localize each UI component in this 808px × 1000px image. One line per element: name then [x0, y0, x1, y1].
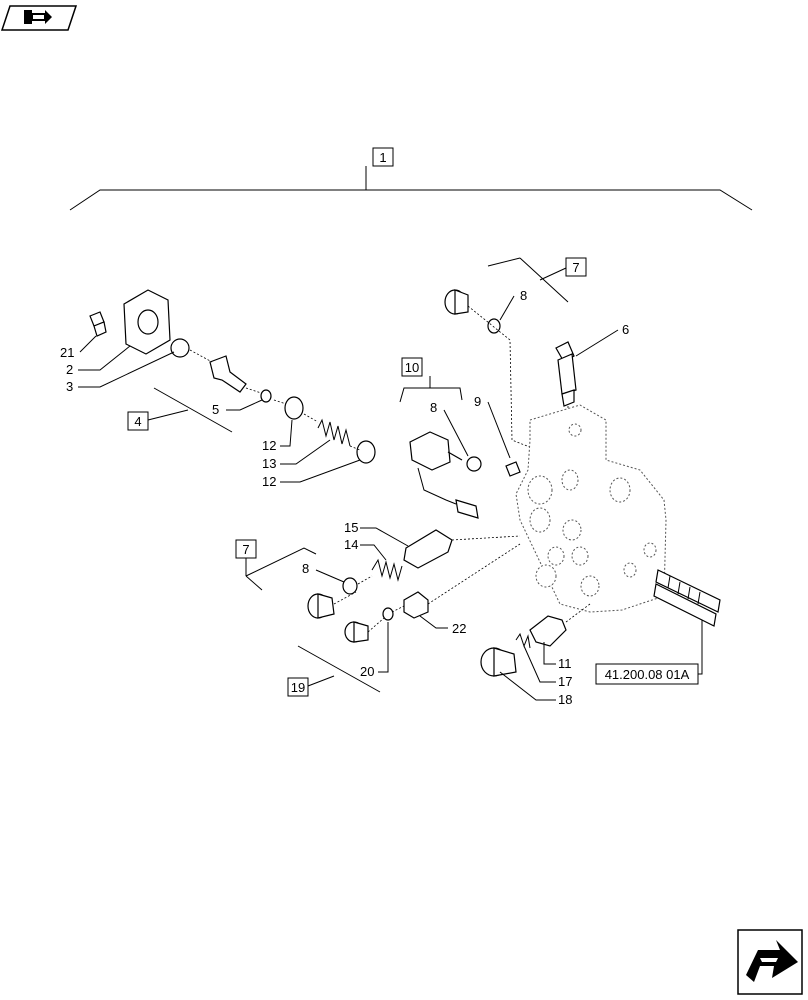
- svg-text:8: 8: [430, 400, 437, 415]
- svg-text:22: 22: [452, 621, 466, 636]
- washer-part-12-top: [284, 396, 304, 420]
- svg-text:2: 2: [66, 362, 73, 377]
- bracket-10: [399, 376, 463, 403]
- callout-7-bottom[interactable]: 7: [235, 539, 257, 559]
- svg-text:18: 18: [558, 692, 572, 707]
- assembly-bracket-1: [69, 166, 753, 211]
- o-ring-8-bottom: [342, 577, 358, 595]
- callout-12-top[interactable]: 12: [262, 438, 276, 453]
- svg-text:7: 7: [242, 542, 249, 557]
- valve-part-11: [529, 615, 567, 647]
- washer-part-12-bottom: [356, 440, 376, 464]
- spring-part-17: [515, 632, 531, 649]
- valve-part-6: [555, 341, 577, 407]
- bracket-7-bottom: [245, 547, 317, 591]
- solenoid-part: [409, 431, 479, 519]
- svg-text:13: 13: [262, 456, 276, 471]
- svg-text:5: 5: [212, 402, 219, 417]
- svg-text:12: 12: [262, 438, 276, 453]
- back-nav-button[interactable]: [0, 5, 78, 31]
- svg-text:8: 8: [302, 561, 309, 576]
- sleeve-part-22: [403, 591, 429, 619]
- svg-text:41.200.08 01A: 41.200.08 01A: [605, 667, 690, 682]
- svg-text:14: 14: [344, 537, 358, 552]
- bracket-4: [147, 387, 233, 433]
- callout-14[interactable]: 14: [344, 537, 358, 552]
- svg-text:4: 4: [134, 414, 141, 429]
- callout-20[interactable]: 20: [360, 664, 374, 679]
- shaft-part: [209, 355, 247, 393]
- bracket-7-top: [487, 257, 569, 303]
- svg-text:7: 7: [572, 260, 579, 275]
- flange-part-2: [123, 289, 171, 355]
- callout-3[interactable]: 3: [66, 379, 73, 394]
- plug-part-9: [505, 461, 521, 477]
- callout-15[interactable]: 15: [344, 520, 358, 535]
- main-valve-body: [515, 404, 667, 613]
- svg-text:11: 11: [558, 656, 572, 671]
- callout-1[interactable]: 1: [372, 147, 394, 167]
- callout-11[interactable]: 11: [558, 656, 572, 671]
- callout-8-mid[interactable]: 8: [430, 400, 437, 415]
- plug-part-18: [480, 647, 517, 677]
- spool-connectors: [653, 569, 721, 627]
- spring-part-14: [371, 558, 403, 582]
- svg-text:21: 21: [60, 345, 74, 360]
- callout-5[interactable]: 5: [212, 402, 219, 417]
- spring-part-13: [317, 418, 351, 447]
- svg-text:19: 19: [291, 680, 305, 695]
- svg-text:1: 1: [379, 150, 386, 165]
- plug-part-7-bottom: [307, 593, 335, 619]
- callout-22[interactable]: 22: [452, 621, 466, 636]
- callout-6[interactable]: 6: [622, 322, 629, 337]
- callout-10[interactable]: 10: [401, 357, 423, 377]
- callout-21[interactable]: 21: [60, 345, 74, 360]
- ring-part-20: [382, 607, 394, 621]
- plug-part-20: [344, 621, 369, 643]
- callout-9[interactable]: 9: [474, 394, 481, 409]
- back-arrow-icon: [24, 10, 52, 24]
- forward-nav-button[interactable]: [737, 929, 803, 995]
- spool-part-15: [403, 529, 453, 569]
- svg-text:6: 6: [622, 322, 629, 337]
- callout-19[interactable]: 19: [287, 677, 309, 697]
- callout-13[interactable]: 13: [262, 456, 276, 471]
- svg-text:20: 20: [360, 664, 374, 679]
- svg-text:9: 9: [474, 394, 481, 409]
- screw-part-21: [89, 311, 107, 337]
- callout-12-bottom[interactable]: 12: [262, 474, 276, 489]
- callout-2[interactable]: 2: [66, 362, 73, 377]
- svg-text:15: 15: [344, 520, 358, 535]
- callout-8-bottom[interactable]: 8: [302, 561, 309, 576]
- callout-4[interactable]: 4: [127, 411, 149, 431]
- reference-callout[interactable]: 41.200.08 01A: [595, 663, 699, 685]
- o-ring-8-top: [487, 318, 501, 334]
- forward-arrow-icon: [746, 940, 798, 982]
- callout-17[interactable]: 17: [558, 674, 572, 689]
- bracket-19: [297, 645, 381, 693]
- o-ring-part-3: [170, 338, 190, 358]
- svg-text:17: 17: [558, 674, 572, 689]
- callout-8-top[interactable]: 8: [520, 288, 527, 303]
- svg-text:12: 12: [262, 474, 276, 489]
- callout-7-top[interactable]: 7: [565, 257, 587, 277]
- svg-text:8: 8: [520, 288, 527, 303]
- svg-text:10: 10: [405, 360, 419, 375]
- svg-text:3: 3: [66, 379, 73, 394]
- ring-part-5: [260, 389, 272, 403]
- callout-18[interactable]: 18: [558, 692, 572, 707]
- plug-top: [444, 289, 469, 315]
- o-ring-8-mid: [466, 456, 482, 472]
